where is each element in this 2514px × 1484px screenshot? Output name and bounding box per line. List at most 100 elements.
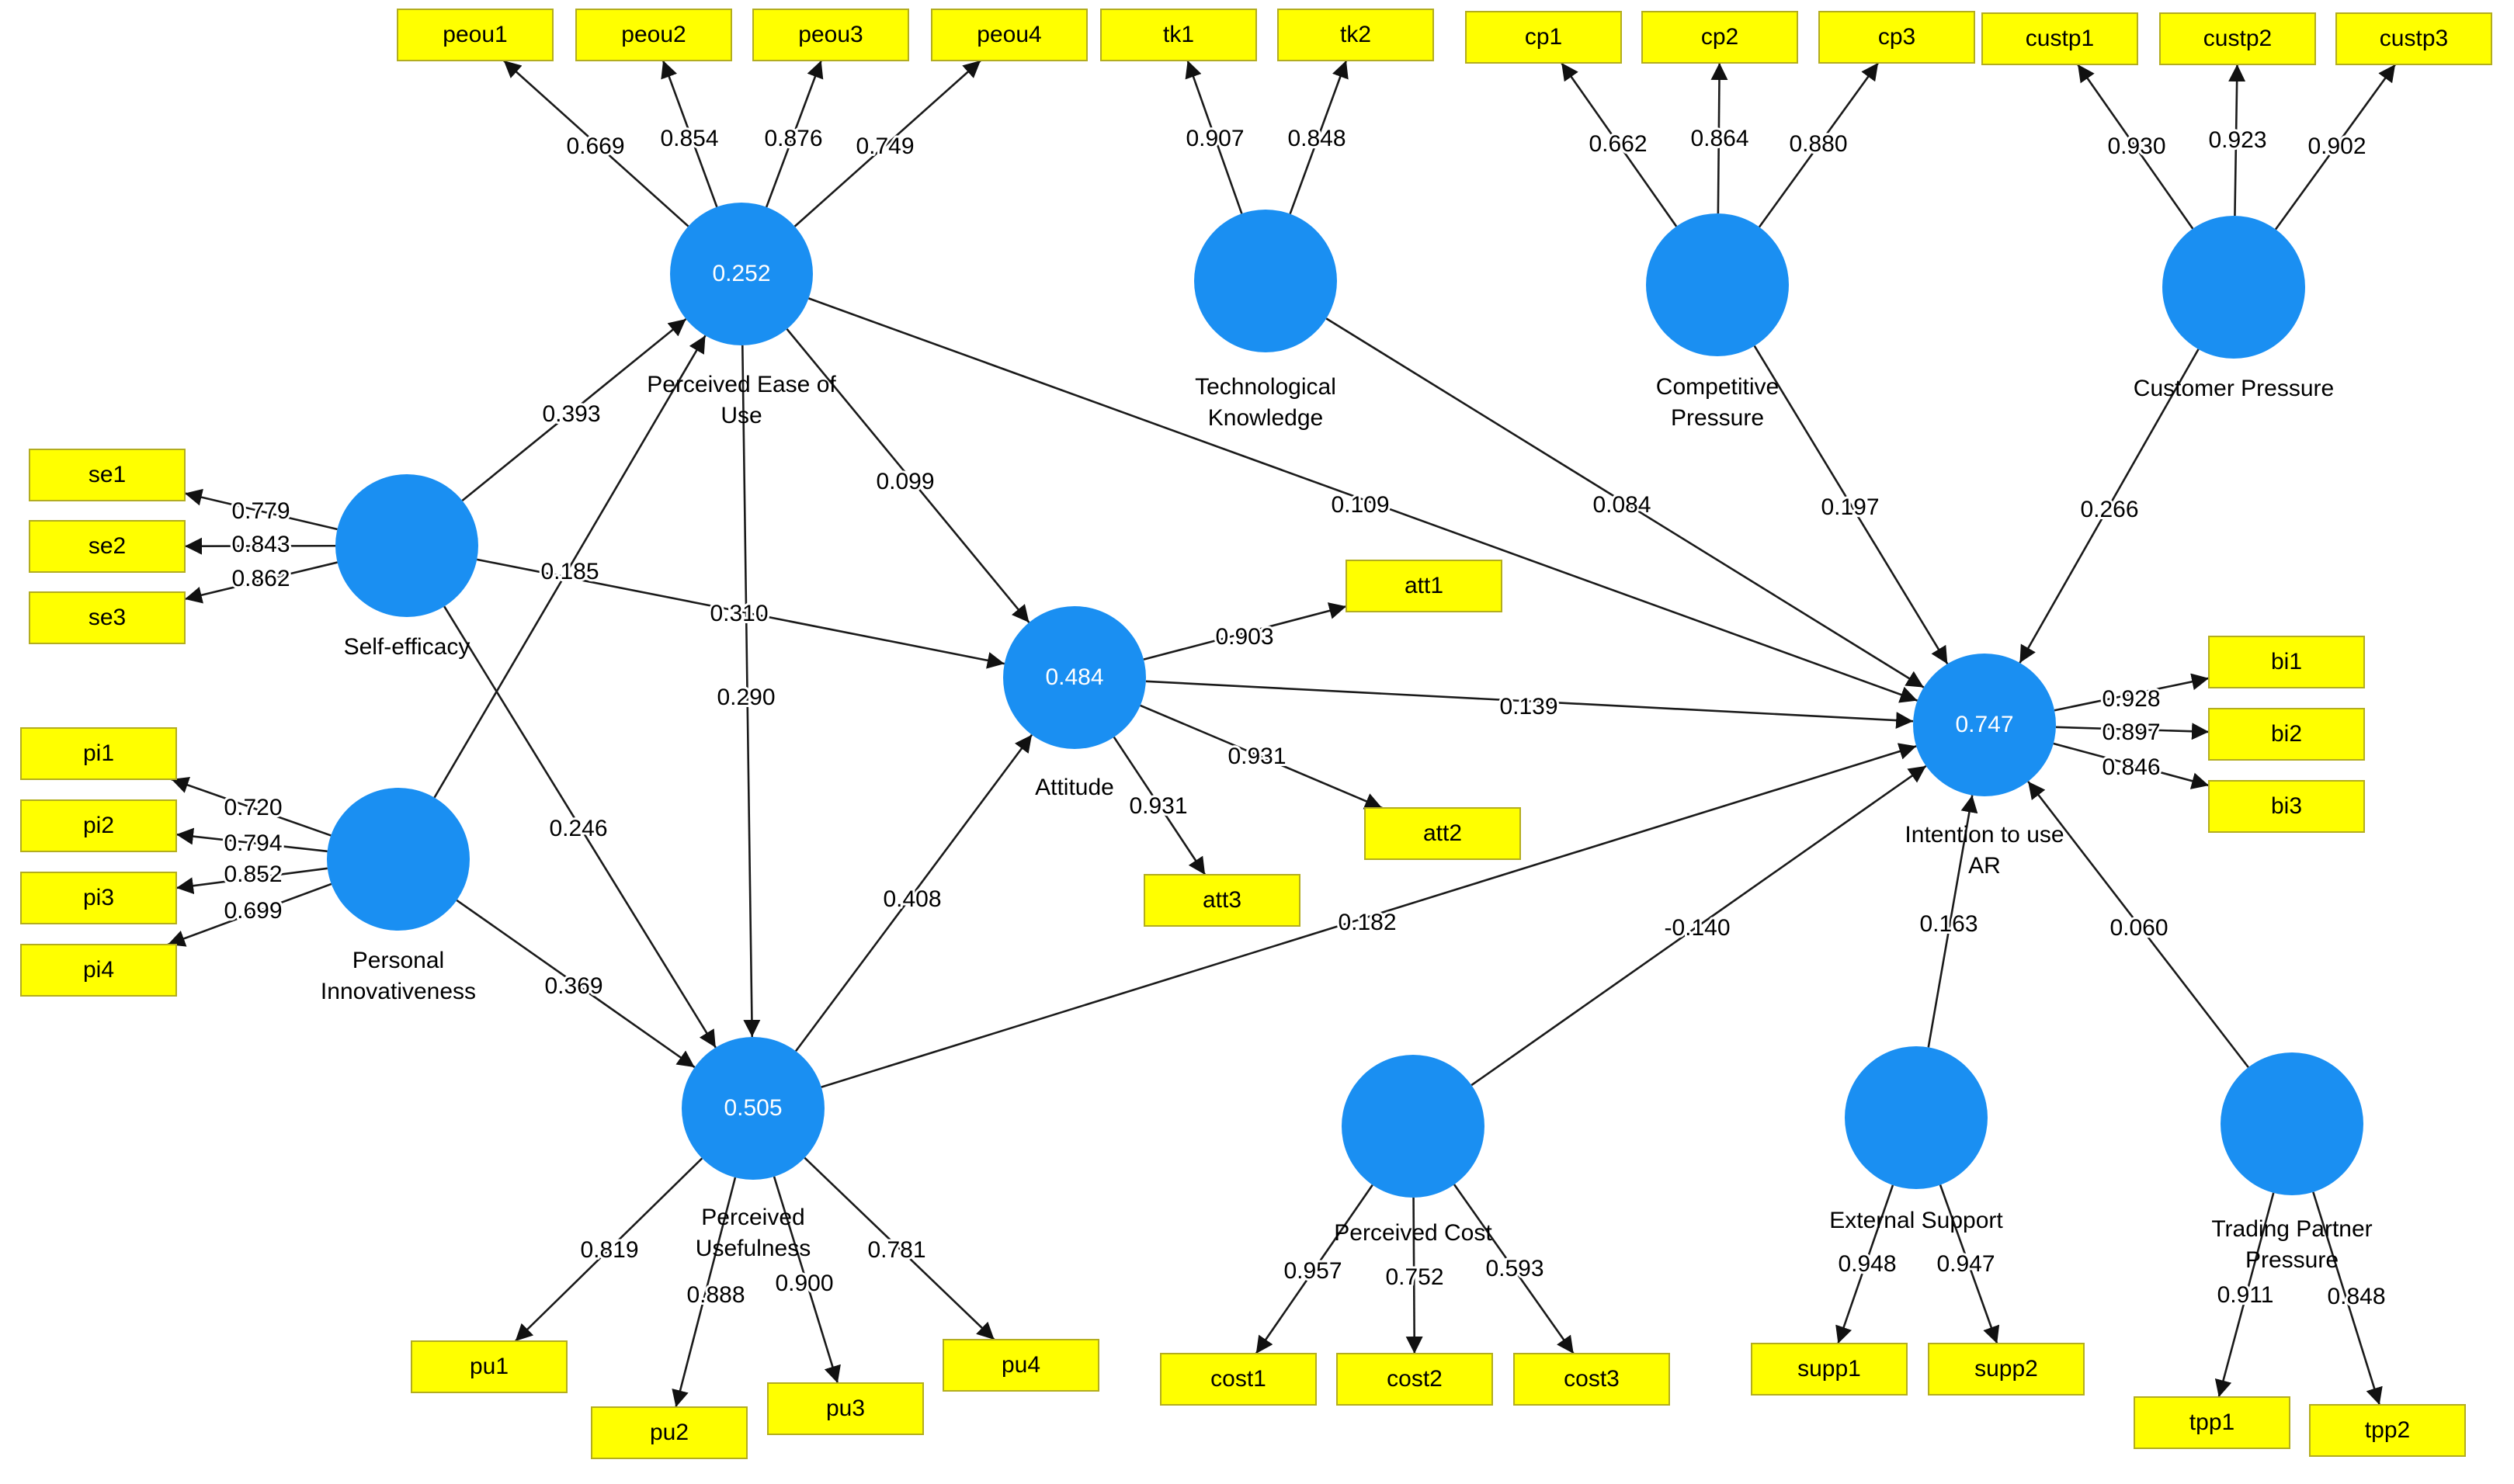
- indicator-se3[interactable]: se3: [29, 591, 186, 644]
- construct-cp[interactable]: [1646, 213, 1789, 356]
- indicator-att3[interactable]: att3: [1144, 874, 1300, 927]
- loading-value-tpp2: 0.848: [2327, 1284, 2385, 1309]
- loading-value-peou2: 0.854: [660, 126, 718, 151]
- indicator-pi3[interactable]: pi3: [20, 872, 177, 924]
- indicator-se2[interactable]: se2: [29, 520, 186, 573]
- indicator-att1[interactable]: att1: [1346, 560, 1502, 612]
- construct-peou[interactable]: 0.252: [670, 203, 813, 345]
- path-coefficient-se-att: 0.310: [710, 601, 768, 626]
- indicator-custp1[interactable]: custp1: [1981, 12, 2138, 65]
- construct-supp[interactable]: [1845, 1046, 1988, 1189]
- indicator-cost1[interactable]: cost1: [1160, 1353, 1317, 1406]
- loading-arrow-att3: [1113, 736, 1207, 875]
- construct-circle: [682, 1037, 825, 1180]
- indicator-bi2[interactable]: bi2: [2208, 708, 2365, 761]
- loading-value-peou1: 0.669: [566, 133, 624, 159]
- indicator-box: [2208, 780, 2365, 833]
- loading-arrow-se3: [184, 561, 338, 604]
- indicator-se1[interactable]: se1: [29, 449, 186, 501]
- path-arrow-cust-ar: [2019, 348, 2200, 664]
- loading-arrow-att2: [1140, 704, 1383, 810]
- construct-att[interactable]: 0.484: [1003, 606, 1146, 749]
- loading-value-cost2: 0.752: [1385, 1264, 1443, 1290]
- path-coefficient-pu-att: 0.408: [883, 886, 941, 912]
- indicator-tpp1[interactable]: tpp1: [2134, 1396, 2290, 1449]
- construct-tk[interactable]: [1194, 210, 1337, 352]
- construct-tpp[interactable]: [2221, 1052, 2363, 1195]
- indicator-tpp2[interactable]: tpp2: [2309, 1404, 2466, 1457]
- indicator-tk1[interactable]: tk1: [1100, 9, 1257, 61]
- indicator-pu3[interactable]: pu3: [767, 1382, 924, 1435]
- indicator-box: [1160, 1353, 1317, 1406]
- indicator-box: [20, 872, 177, 924]
- loading-arrow-tk1: [1185, 60, 1243, 214]
- path-coefficient-peou-ar: 0.109: [1331, 492, 1389, 518]
- loading-arrow-pu2: [672, 1177, 737, 1408]
- indicator-pu2[interactable]: pu2: [591, 1406, 748, 1459]
- indicator-label: pi3: [83, 885, 114, 910]
- construct-label: Self-efficacy: [344, 634, 471, 660]
- loading-value-pu3: 0.900: [775, 1271, 833, 1296]
- indicator-cp3[interactable]: cp3: [1818, 11, 1975, 64]
- construct-pu[interactable]: 0.505: [682, 1037, 825, 1180]
- indicator-bi1[interactable]: bi1: [2208, 636, 2365, 688]
- path-arrow-supp-ar: [1927, 795, 1978, 1048]
- indicator-supp2[interactable]: supp2: [1928, 1343, 2085, 1396]
- construct-pi[interactable]: [327, 788, 470, 931]
- indicator-cp2[interactable]: cp2: [1641, 11, 1798, 64]
- indicator-custp2[interactable]: custp2: [2159, 12, 2316, 65]
- indicator-bi3[interactable]: bi3: [2208, 780, 2365, 833]
- construct-circle: [1845, 1046, 1988, 1189]
- indicator-pi4[interactable]: pi4: [20, 944, 177, 997]
- indicator-box: [411, 1340, 568, 1393]
- indicator-supp1[interactable]: supp1: [1751, 1343, 1908, 1396]
- indicator-tk2[interactable]: tk2: [1277, 9, 1434, 61]
- indicator-label: peou4: [977, 22, 1041, 47]
- indicator-peou2[interactable]: peou2: [575, 9, 732, 61]
- indicator-pi1[interactable]: pi1: [20, 727, 177, 780]
- loading-value-pu2: 0.888: [686, 1282, 745, 1308]
- indicator-box: [1513, 1353, 1670, 1406]
- loading-value-cost1: 0.957: [1283, 1258, 1342, 1284]
- indicator-custp3[interactable]: custp3: [2335, 12, 2492, 65]
- indicator-cost2[interactable]: cost2: [1336, 1353, 1493, 1406]
- construct-ar[interactable]: 0.747: [1913, 654, 2056, 796]
- loading-arrow-pi1: [171, 776, 332, 837]
- loading-value-pi1: 0.720: [224, 795, 282, 820]
- indicator-peou3[interactable]: peou3: [752, 9, 909, 61]
- loading-arrow-custp2: [2228, 64, 2246, 217]
- loading-arrow-supp1: [1835, 1184, 1894, 1344]
- indicator-label: pi1: [83, 740, 114, 766]
- indicator-att2[interactable]: att2: [1364, 807, 1521, 860]
- construct-cust[interactable]: [2162, 216, 2305, 359]
- construct-circle: [670, 203, 813, 345]
- indicator-cp1[interactable]: cp1: [1465, 11, 1622, 64]
- construct-cost[interactable]: [1342, 1055, 1484, 1198]
- construct-circle: [1913, 654, 2056, 796]
- indicator-peou1[interactable]: peou1: [397, 9, 554, 61]
- loading-arrow-cp3: [1758, 62, 1880, 228]
- construct-circle: [327, 788, 470, 931]
- indicator-box: [591, 1406, 748, 1459]
- construct-label: External Support: [1829, 1208, 2003, 1233]
- construct-se[interactable]: [335, 474, 478, 617]
- indicator-pu4[interactable]: pu4: [943, 1339, 1099, 1392]
- loading-arrow-tpp1: [2214, 1192, 2275, 1398]
- indicator-peou4[interactable]: peou4: [931, 9, 1088, 61]
- indicator-label: pi2: [83, 813, 114, 838]
- indicator-cost3[interactable]: cost3: [1513, 1353, 1670, 1406]
- construct-label: Customer Pressure: [2134, 376, 2334, 401]
- loading-arrow-pu1: [514, 1157, 703, 1342]
- indicator-pi2[interactable]: pi2: [20, 799, 177, 852]
- loading-arrow-custp1: [2077, 64, 2194, 230]
- construct-circle: [1646, 213, 1789, 356]
- indicator-label: att3: [1203, 887, 1241, 913]
- indicator-pu1[interactable]: pu1: [411, 1340, 568, 1393]
- loading-value-att2: 0.931: [1227, 744, 1286, 769]
